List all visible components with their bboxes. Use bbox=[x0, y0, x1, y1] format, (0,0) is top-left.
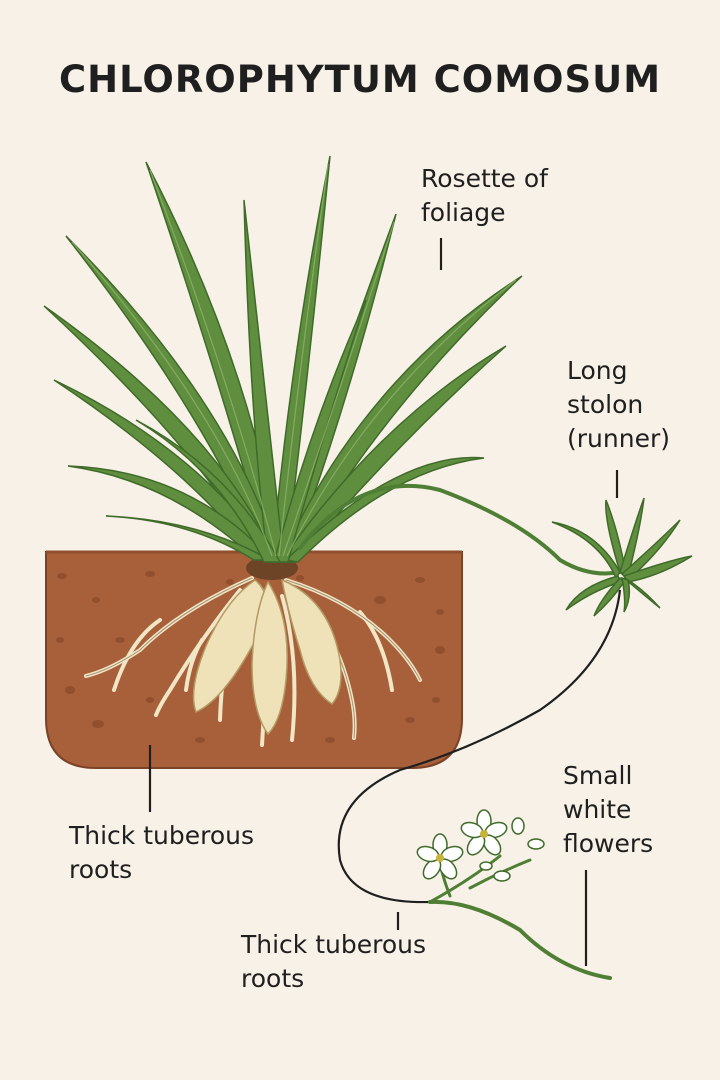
label-line: roots bbox=[69, 855, 133, 884]
label-white-flowers: Small white flowers bbox=[563, 759, 653, 861]
leader-lines bbox=[148, 238, 619, 966]
label-line: Long bbox=[567, 356, 628, 385]
diagram-title: CHLOROPHYTUM COMOSUM bbox=[58, 58, 662, 101]
flower-stem bbox=[337, 589, 622, 904]
label-tuberous-roots-bottom: Thick tuberous roots bbox=[241, 928, 426, 996]
label-line: white bbox=[563, 795, 632, 824]
label-line: flowers bbox=[563, 829, 654, 858]
label-line: Thick tuberous bbox=[241, 930, 427, 959]
tuberous-roots bbox=[192, 578, 342, 736]
white-flowers bbox=[416, 809, 545, 882]
label-tuberous-roots-left: Thick tuberous roots bbox=[69, 819, 254, 887]
soil-specks bbox=[56, 571, 445, 743]
label-line: roots bbox=[241, 964, 305, 993]
label-line: Small bbox=[563, 761, 633, 790]
label-line: Thick tuberous bbox=[69, 821, 255, 850]
label-rosette-foliage: Rosette of foliage bbox=[421, 162, 548, 230]
label-long-stolon: Long stolon (runner) bbox=[567, 354, 670, 456]
label-line: stolon bbox=[567, 390, 644, 419]
label-line: (runner) bbox=[567, 424, 670, 453]
stolon-runner bbox=[298, 483, 622, 576]
label-line: Rosette of bbox=[421, 164, 548, 193]
label-line: foliage bbox=[421, 198, 506, 227]
plantlet bbox=[551, 497, 693, 617]
